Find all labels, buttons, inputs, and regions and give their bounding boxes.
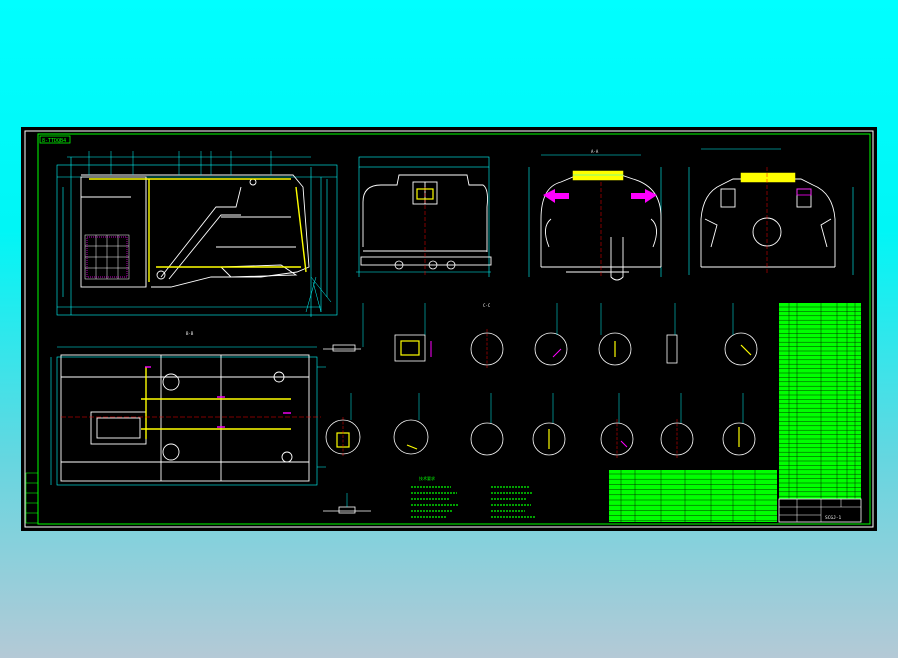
small-detail-bottom	[323, 493, 371, 514]
section-label-a: A-A	[591, 149, 599, 154]
parts-list-table: SCGJ-1	[609, 303, 862, 523]
rear-view-3	[688, 148, 854, 275]
side-elevation-view	[56, 151, 338, 317]
rear-view-1	[356, 156, 492, 277]
cad-viewport[interactable]: 8-TTDQB4	[21, 127, 877, 531]
section-label-b: B-B	[186, 331, 194, 336]
rear-view-2: A-A	[528, 149, 662, 281]
plan-view: B-B	[50, 331, 326, 486]
sheet-inner-border	[37, 133, 871, 525]
technical-notes: 技术要求	[411, 475, 535, 518]
sheet-border	[24, 130, 874, 528]
cad-drawing-sheet: 8-TTDQB4	[24, 130, 874, 528]
left-revision-strip	[25, 472, 39, 524]
title-block	[778, 498, 862, 523]
title-block-code: SCGJ-1	[825, 515, 842, 521]
notes-heading: 技术要求	[419, 475, 435, 481]
detail-views	[323, 303, 758, 459]
drawing-badge-text: 8-TTDQB4	[42, 138, 66, 144]
section-label-c: C-C	[483, 303, 491, 308]
drawing-badge: 8-TTDQB4	[39, 135, 71, 144]
